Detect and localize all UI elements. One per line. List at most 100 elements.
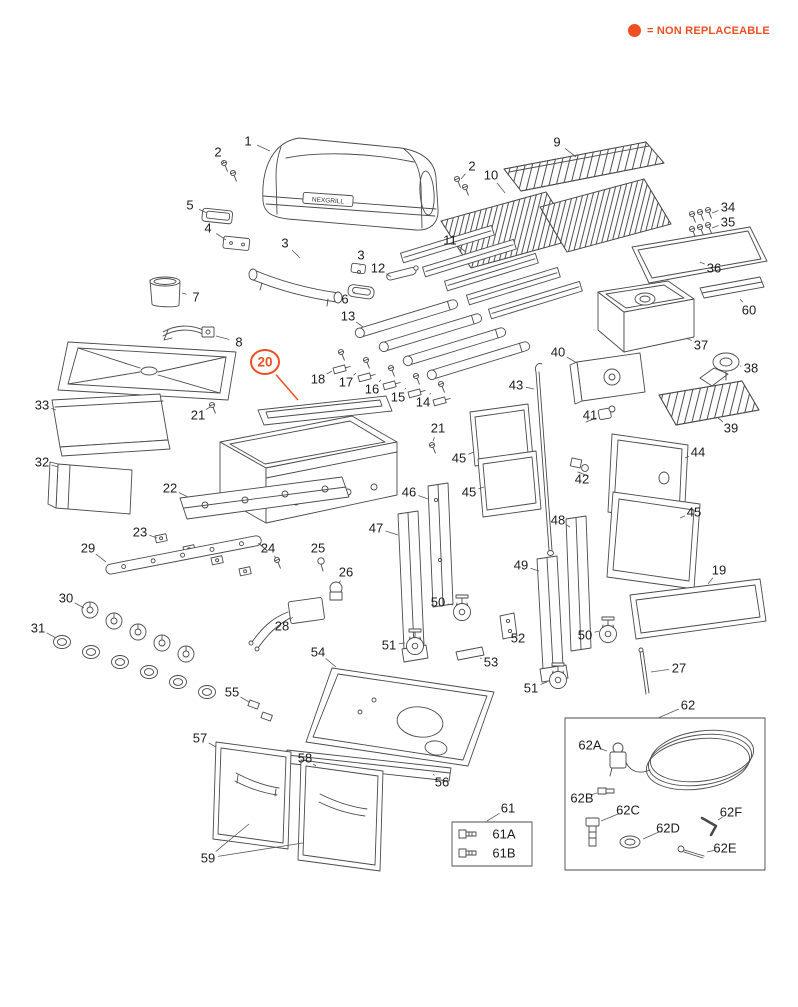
callout-7: 7 bbox=[192, 290, 199, 305]
leader-line-11 bbox=[457, 245, 467, 253]
leader-line-45 bbox=[478, 486, 485, 490]
callout-11: 11 bbox=[443, 233, 457, 248]
callout-33: 33 bbox=[35, 398, 49, 413]
part-logo-plate bbox=[201, 207, 233, 225]
leader-line-1 bbox=[256, 144, 271, 152]
leader-line-37 bbox=[685, 337, 693, 342]
callout-46: 46 bbox=[402, 485, 416, 500]
callout-26: 26 bbox=[339, 565, 353, 580]
bolt-62c bbox=[585, 817, 600, 847]
callout-24: 24 bbox=[261, 541, 275, 556]
callout-2: 2 bbox=[214, 145, 221, 160]
callout-40: 40 bbox=[551, 345, 565, 360]
leader-line-58 bbox=[312, 763, 317, 767]
callout-2: 2 bbox=[468, 159, 475, 174]
leader-line-43 bbox=[525, 386, 535, 390]
callout-14: 14 bbox=[416, 395, 430, 410]
leader-line-24 bbox=[273, 555, 277, 559]
leader-line-62E bbox=[706, 849, 716, 853]
leader-line-4 bbox=[216, 233, 227, 241]
leader-line-28 bbox=[289, 616, 294, 621]
part-lid: NEXGRILL bbox=[262, 137, 439, 231]
leader-line-48 bbox=[566, 524, 571, 528]
leader-line-22 bbox=[178, 492, 189, 498]
callout-52: 52 bbox=[511, 631, 525, 646]
leader-line-36 bbox=[699, 261, 705, 265]
leader-line-13 bbox=[355, 321, 364, 328]
callout-21: 21 bbox=[431, 421, 445, 436]
legend: = NON REPLACEABLE bbox=[628, 24, 770, 37]
callout-50: 50 bbox=[578, 628, 592, 643]
callout-17: 17 bbox=[339, 375, 353, 390]
non-replaceable-dot-icon bbox=[628, 24, 641, 37]
callout-45: 45 bbox=[462, 485, 476, 500]
leader-line-62 bbox=[657, 708, 679, 719]
part-crossover-tube bbox=[386, 265, 419, 281]
leader-line-21 bbox=[432, 437, 435, 442]
callout-overlay: 1254373681213910211343536603738394041424… bbox=[31, 134, 758, 866]
inset-hose-kit-62 bbox=[564, 717, 766, 871]
tool-62f bbox=[700, 816, 718, 837]
leader-line-33 bbox=[51, 408, 57, 411]
part-warming-rack bbox=[503, 141, 665, 192]
part-grease-cup bbox=[149, 276, 181, 308]
callout-62B: 62B bbox=[570, 791, 593, 806]
leader-line-2 bbox=[222, 160, 225, 164]
part-side-burner-grate bbox=[658, 380, 760, 426]
regulator-62a bbox=[609, 742, 627, 777]
callout-55: 55 bbox=[225, 685, 239, 700]
part-side-control-panel bbox=[569, 352, 646, 405]
callout-62E: 62E bbox=[713, 841, 736, 856]
callout-43: 43 bbox=[509, 378, 523, 393]
part-door-left bbox=[212, 741, 292, 850]
leader-line-49 bbox=[530, 567, 540, 572]
callout-45: 45 bbox=[452, 451, 466, 466]
callout-50: 50 bbox=[431, 595, 445, 610]
part-shelf-screws-34 bbox=[688, 206, 712, 223]
leader-line-50 bbox=[447, 603, 454, 606]
callout-62D: 62D bbox=[656, 821, 680, 836]
callout-53: 53 bbox=[484, 655, 498, 670]
part-rod-27 bbox=[638, 647, 650, 695]
leader-line-62A bbox=[599, 747, 608, 752]
washer-62d bbox=[619, 835, 641, 849]
callout-3: 3 bbox=[357, 248, 364, 263]
leader-line-5 bbox=[198, 208, 208, 214]
callout-16: 16 bbox=[365, 382, 379, 397]
leader-line-23 bbox=[149, 534, 158, 539]
part-bottom-shelf bbox=[305, 667, 495, 767]
leader-line-61 bbox=[486, 812, 500, 822]
callout-10: 10 bbox=[484, 168, 498, 183]
callout-34: 34 bbox=[721, 200, 735, 215]
callout-19: 19 bbox=[712, 563, 726, 578]
leader-line-16 bbox=[378, 379, 382, 383]
leader-line-45 bbox=[679, 515, 685, 519]
callout-18: 18 bbox=[311, 372, 325, 387]
leader-line-10 bbox=[496, 182, 506, 194]
callout-62F: 62F bbox=[720, 805, 742, 820]
leader-line-46 bbox=[418, 495, 429, 500]
callout-20: 20 bbox=[257, 355, 272, 370]
callout-61: 61 bbox=[501, 801, 515, 816]
callout-15: 15 bbox=[391, 390, 405, 405]
callout-44: 44 bbox=[691, 445, 705, 460]
callout-51: 51 bbox=[382, 638, 396, 653]
fitting-61b-icon bbox=[458, 848, 477, 858]
callout-3: 3 bbox=[281, 236, 288, 251]
callout-62C: 62C bbox=[616, 803, 640, 818]
callout-60: 60 bbox=[742, 303, 756, 318]
part-leg-46 bbox=[427, 482, 454, 608]
callout-8: 8 bbox=[235, 335, 242, 350]
leader-line-54 bbox=[325, 658, 337, 668]
leader-line-32 bbox=[51, 464, 59, 468]
lid-logo: NEXGRILL bbox=[312, 196, 345, 205]
fitting-62b bbox=[597, 787, 615, 795]
leader-line-30 bbox=[74, 602, 85, 609]
part-handle-spacer bbox=[350, 262, 367, 275]
leader-line-55 bbox=[240, 696, 250, 703]
leader-line-12 bbox=[385, 273, 392, 278]
callout-56: 56 bbox=[435, 775, 449, 790]
leader-line-17 bbox=[353, 372, 357, 376]
part-grate-screws bbox=[453, 175, 469, 196]
